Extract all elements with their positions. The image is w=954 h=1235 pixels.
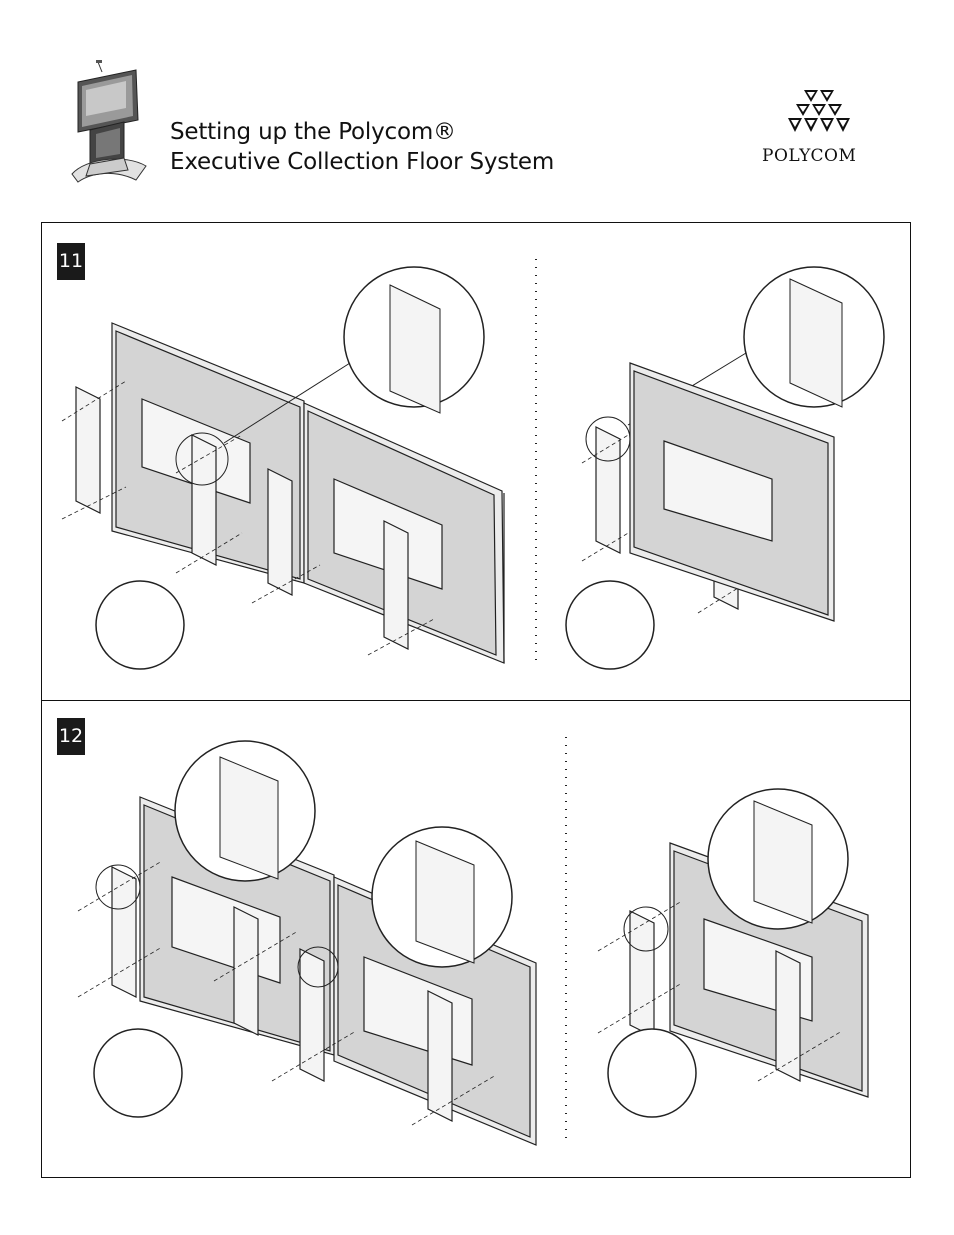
step-12-panel: 12 (41, 700, 911, 1178)
title-line-1: Setting up the Polycom® (170, 119, 456, 146)
polycom-logo-icon (788, 90, 850, 132)
step-12-illustration (77, 737, 869, 1146)
brand-wordmark: POLYCOM (762, 146, 857, 166)
floor-system-thumbnail (71, 60, 147, 183)
step-11-panel: 11 (41, 222, 911, 701)
title-line-2: Executive Collection Floor System (170, 149, 555, 176)
step-11-illustration (61, 259, 885, 670)
page-title: Setting up the Polycom® Executive Collec… (170, 117, 554, 177)
step-number: 11 (57, 243, 85, 280)
step-number: 12 (57, 718, 85, 755)
